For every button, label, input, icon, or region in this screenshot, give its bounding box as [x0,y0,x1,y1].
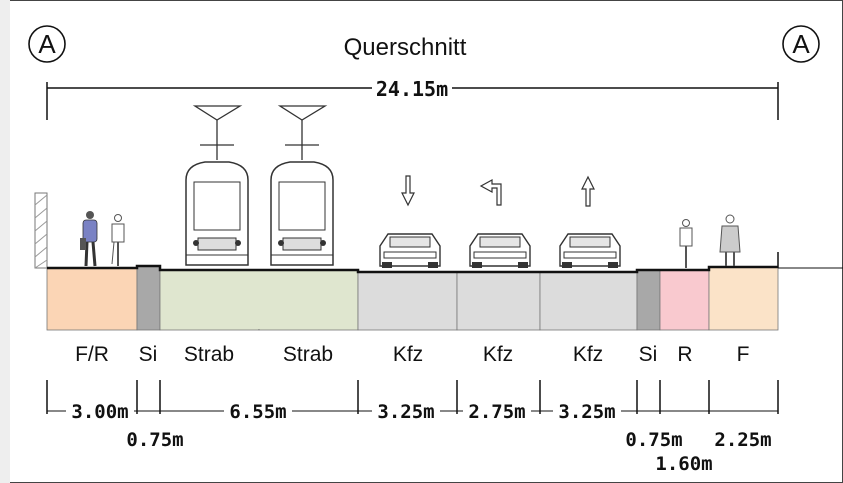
surface-profile [47,252,843,274]
dimension-label-bg [224,401,292,421]
segment-band [539,271,638,331]
segment-band [136,265,161,331]
section-marker-right: A [782,25,820,63]
segment-band [659,269,710,331]
segment-label: F/R [75,343,109,366]
car-icon [379,233,441,268]
segment-band [357,271,458,331]
segment-band [258,269,359,331]
section-marker-left: A [28,25,66,63]
total-dimension-line [46,76,779,120]
dimension-label: 2.25m [714,429,771,451]
dimension-label: 0.75m [625,429,682,451]
section-marker-left-label: A [38,29,56,59]
dimension-label: 2.75m [468,401,525,423]
segment-label: Si [139,343,158,366]
section-marker-right-label: A [792,29,810,59]
segment-label: F [737,343,750,366]
building-wall-icon [34,192,48,269]
segment-band [456,271,541,331]
dimension-label: 0.75m [126,429,183,451]
dimension-label-bg [553,401,621,421]
up-arrow-icon [581,175,595,207]
down-arrow-icon [401,175,415,207]
segment-label: Si [639,343,658,366]
cyclist-icon [679,219,693,268]
car-icon [559,233,621,268]
segment-band [159,269,260,331]
segment-label: Kfz [573,343,603,366]
segment-band [708,266,779,331]
segment-label: Kfz [483,343,513,366]
segment-label: Strab [184,343,234,366]
segment-label: R [677,343,692,366]
dimension-label: 6.55m [229,401,286,423]
diagram-title: Querschnitt [344,34,467,61]
segment-label: Strab [283,343,333,366]
dimension-label: 3.25m [377,401,434,423]
pedestrian-icon [80,211,98,267]
dimension-label: 1.60m [655,453,712,475]
segment-label: Kfz [393,343,423,366]
cross-section-bands [46,265,779,331]
dimension-label: 3.25m [558,401,615,423]
left-turn-arrow-icon [479,178,502,206]
total-width-label: 24.15m [376,77,448,101]
dimension-label-bg [372,401,440,421]
dimension-label-bg [463,401,531,421]
pedestrian-icon [719,214,741,266]
tram-icon [185,105,249,266]
segment-labels: F/R Si Strab Strab Kfz Kfz Kfz Si R F [75,343,749,366]
dimension-label: 3.00m [71,401,128,423]
dimension-label-bg [66,401,134,421]
car-icon [469,233,531,268]
cyclist-icon [111,214,125,266]
tram-icon [270,105,334,266]
left-margin-strip [0,0,10,483]
segment-band [636,269,661,331]
segment-band [46,267,138,331]
